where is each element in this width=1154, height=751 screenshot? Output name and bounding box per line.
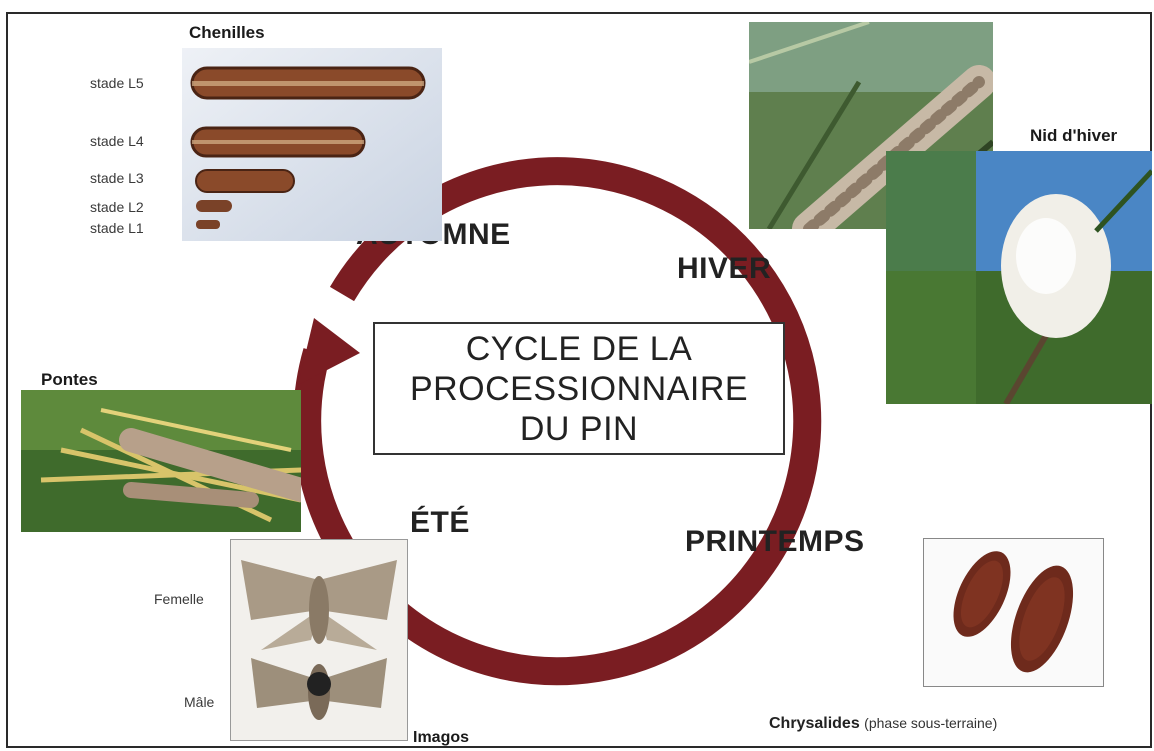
- pupae-label: Chrysalides: [769, 715, 860, 732]
- pupae-note: (phase sous-terraine): [864, 715, 997, 731]
- season-spring: PRINTEMPS: [685, 525, 865, 559]
- title-line-3: DU PIN: [520, 409, 638, 449]
- instar-l2-label: stade L2: [90, 199, 144, 215]
- cycle-arrowhead: [298, 318, 360, 385]
- male-label: Mâle: [184, 694, 214, 710]
- winter-nest-photo: [886, 151, 1152, 404]
- title-line-1: CYCLE DE LA: [466, 329, 693, 369]
- female-label: Femelle: [154, 591, 204, 607]
- caterpillars-label: Chenilles: [189, 23, 265, 43]
- adults-label: Imagos: [413, 729, 469, 747]
- instar-l1-label: stade L1: [90, 220, 144, 236]
- pupae-photo: [923, 538, 1104, 687]
- instar-l4-label: stade L4: [90, 133, 144, 149]
- adults-photo: [230, 539, 408, 741]
- winter-nest-label: Nid d'hiver: [1030, 126, 1117, 146]
- pupae-caption: Chrysalides (phase sous-terraine): [769, 715, 997, 733]
- diagram-title: CYCLE DE LA PROCESSIONNAIRE DU PIN: [373, 322, 785, 455]
- egg-clutches-label: Pontes: [41, 370, 98, 390]
- season-summer: ÉTÉ: [410, 506, 470, 540]
- caterpillars-photo: [182, 48, 442, 241]
- title-line-2: PROCESSIONNAIRE: [410, 369, 748, 409]
- egg-clutches-photo: [21, 390, 301, 532]
- instar-l3-label: stade L3: [90, 170, 144, 186]
- season-winter: HIVER: [677, 252, 771, 286]
- instar-l5-label: stade L5: [90, 75, 144, 91]
